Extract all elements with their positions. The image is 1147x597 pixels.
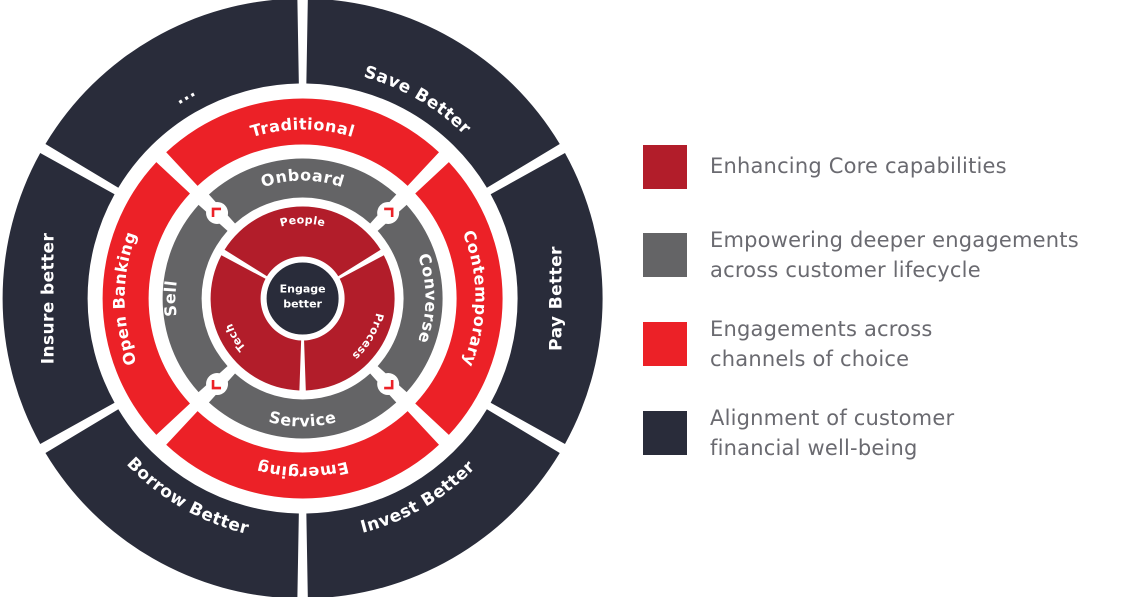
lifecycle-ring-segment xyxy=(377,204,443,393)
outer-ring-segment xyxy=(306,409,560,597)
legend-label: Alignment of customer financial well-bei… xyxy=(710,406,955,460)
lifecycle-ring-segment xyxy=(162,204,228,393)
outer-label-insure-better: Insure better xyxy=(39,233,59,365)
legend-swatch xyxy=(643,322,687,366)
corner-mark-icon xyxy=(211,207,222,217)
corner-mark-icon xyxy=(211,380,222,390)
outer-ring-segment xyxy=(306,0,560,188)
channel-ring-segment xyxy=(102,162,190,435)
center-circle xyxy=(262,258,343,339)
core-ring-segment xyxy=(224,206,381,277)
center-label-line2: better xyxy=(283,298,322,311)
legend-item-lifecycle: Empowering deeper engagements across cus… xyxy=(643,228,1079,285)
legend-label: Empowering deeper engagements across cus… xyxy=(710,228,1079,282)
connector-node xyxy=(206,201,229,224)
channel-ring-segment xyxy=(166,411,439,499)
lifecycle-label-sell: Sell xyxy=(161,279,181,317)
legend-label: Enhancing Core capabilities xyxy=(710,154,1007,178)
outer-ring-segment xyxy=(490,153,603,444)
core-ring-segment xyxy=(304,255,395,391)
legend-swatch xyxy=(643,145,687,189)
outer-label-pay-better: Pay Better xyxy=(547,246,567,351)
center-label-line1: Engage xyxy=(280,283,326,296)
legend-swatch xyxy=(643,411,687,455)
lifecycle-label-service: Service xyxy=(267,407,338,430)
lifecycle-ring-segment xyxy=(208,373,397,439)
channel-ring-segment xyxy=(166,98,439,186)
legend-label: Engagements across channels of choice xyxy=(710,317,933,371)
legend-item-channels: Engagements across channels of choice xyxy=(643,317,932,374)
connector-node xyxy=(206,373,229,396)
connector-node xyxy=(377,201,400,224)
core-label-people: People xyxy=(279,213,327,229)
core-ring-segment xyxy=(210,255,302,391)
corner-mark-icon xyxy=(384,207,394,217)
corner-mark-icon xyxy=(384,380,394,390)
legend-swatch xyxy=(643,233,687,277)
lifecycle-ring-segment xyxy=(208,158,397,224)
legend-item-core: Enhancing Core capabilities xyxy=(643,145,1007,189)
connector-node xyxy=(377,373,400,396)
outer-ring-segment xyxy=(45,0,299,188)
outer-ring-segment xyxy=(45,409,299,597)
outer-ring-segment xyxy=(2,153,115,444)
channel-ring-segment xyxy=(415,162,503,435)
legend-item-wellbeing: Alignment of customer financial well-bei… xyxy=(643,406,954,463)
